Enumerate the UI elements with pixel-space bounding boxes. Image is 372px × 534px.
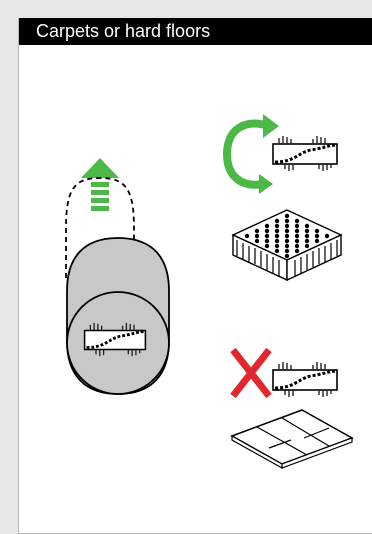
brushbar-icon-top — [271, 134, 339, 173]
dashed-travel-path — [65, 177, 135, 278]
brushbar-icon-bottom — [271, 360, 339, 399]
illustration — [65, 114, 354, 470]
page-title: Carpets or hard floors — [36, 21, 211, 41]
carpet-icon — [231, 209, 343, 282]
page-header: Carpets or hard floors — [19, 18, 372, 45]
rotate-arrow-icon — [222, 114, 279, 194]
up-arrow-icon — [81, 158, 119, 211]
instruction-page: Carpets or hard floors — [18, 18, 372, 534]
hard-floor-icon — [230, 409, 354, 470]
brushbar-drum-icon — [66, 237, 170, 395]
cross-icon — [230, 347, 272, 399]
